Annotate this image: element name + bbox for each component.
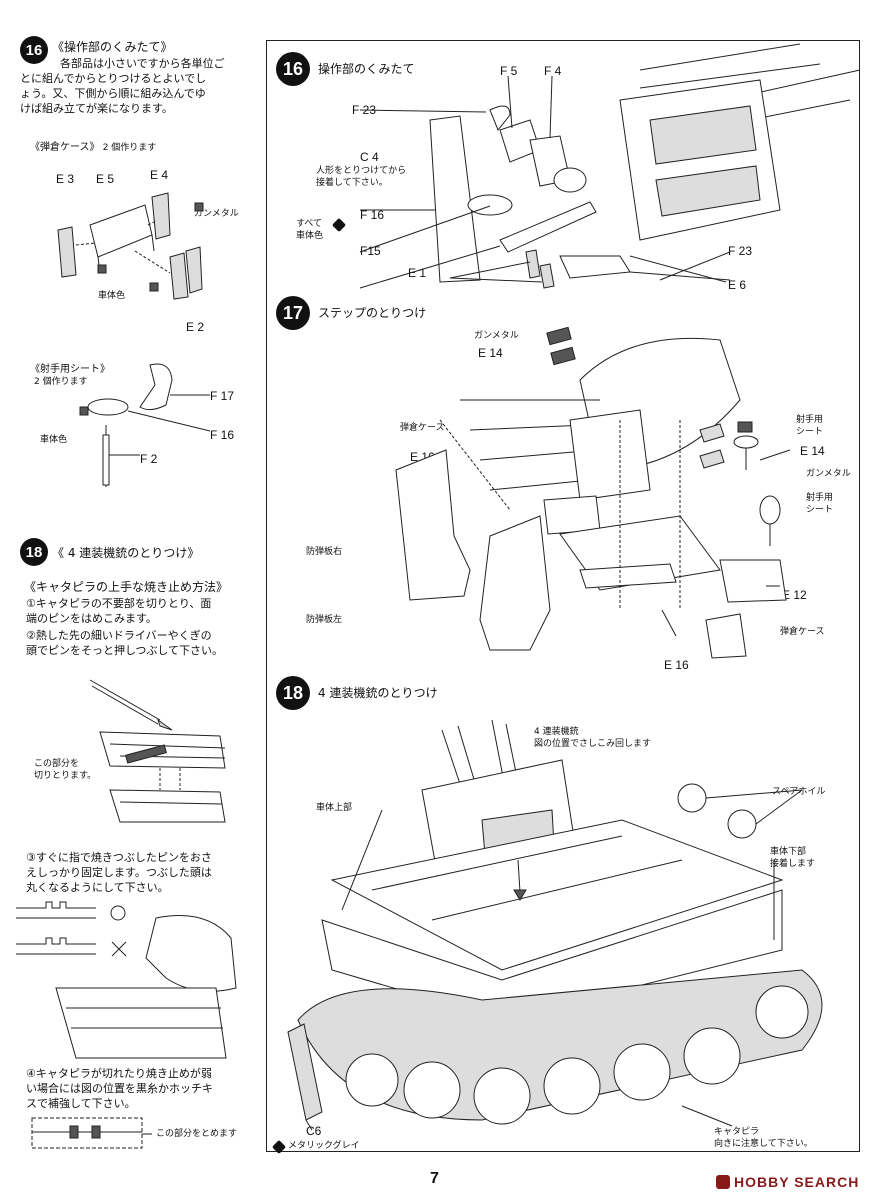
label-lower-hull: 車体下部 接着します	[770, 847, 816, 869]
label-f17: F 17	[210, 389, 235, 403]
label-seat-body-color: 車体色	[40, 435, 68, 445]
label-c4: C 4	[360, 150, 379, 164]
watermark-text: HOBBY SEARCH	[734, 1174, 860, 1190]
seat-diagram	[79, 363, 211, 487]
step-18-tank-diagram	[287, 719, 823, 1131]
ammo-case-note: 2 個作ります	[102, 143, 157, 153]
track-fasten-note: この部分をとめます	[156, 1129, 238, 1139]
label-f16-seat: F 16	[210, 428, 235, 442]
track-method-title: 《キャタピラの上手な焼き止め方法》	[24, 580, 229, 594]
step-17-title: ステップのとりつけ	[318, 306, 427, 320]
label-f23-bottom: F 23	[728, 244, 753, 258]
step-18-left-badge: 18	[20, 538, 48, 566]
label-e6: E 6	[728, 278, 747, 292]
label-quad-gun: 4 連装機銃 図の位置でさしこみ回します	[534, 727, 652, 749]
track-pin-diagram	[89, 679, 226, 823]
label-track: キャタピラ 向きに注意して下さい。	[714, 1127, 813, 1149]
right-panel	[266, 40, 860, 1152]
label-e5: E 5	[96, 172, 115, 186]
page-number: 7	[430, 1170, 439, 1187]
step-18-right-badge: 18	[276, 676, 310, 710]
step-16-assembly-diagram	[359, 43, 861, 289]
label-seat-a: 射手用 シート	[796, 415, 824, 437]
label-f16-right: F 16	[360, 208, 385, 222]
label-gunmetal-17: ガンメタル	[474, 331, 519, 341]
label-all-body: すべて 車体色	[296, 219, 324, 241]
label-e4: E 4	[150, 168, 169, 182]
track-cut-note: この部分を 切りとります。	[34, 759, 97, 781]
label-metallic-gray: メタリックグレイ	[288, 1141, 360, 1151]
label-e16-bottom: E 16	[664, 658, 689, 672]
label-body-color: 車体色	[98, 291, 126, 301]
step-18-left-title: 《 4 連装機銃のとりつけ》	[52, 546, 200, 560]
label-f15: F15	[360, 244, 381, 258]
track-fasten-diagram	[31, 1117, 152, 1149]
pin-compare-diagram	[16, 901, 237, 1059]
step-16-right-badge: 16	[276, 52, 310, 86]
label-gunmetal: ガンメタル	[194, 209, 239, 219]
ammo-case-diagram	[57, 192, 204, 300]
ammo-case-title-text: 《弾倉ケース》	[30, 142, 100, 153]
label-e14-top: E 14	[478, 346, 503, 360]
label-ammo-case-right: 弾倉ケース	[780, 627, 825, 637]
label-upper-hull: 車体上部	[316, 803, 353, 813]
label-shield-left: 防弾板左	[306, 615, 343, 625]
hobby-search-logo-icon	[716, 1175, 730, 1189]
track-method-p3: ③すぐに指で焼きつぶしたピンをおさ えしっかり固定します。つぶした頭は 丸くなる…	[26, 851, 212, 894]
seat-note: 2 個作ります	[34, 377, 88, 387]
step-16-title: 《操作部のくみたて》	[52, 40, 173, 54]
step-16-badge: 16	[20, 36, 48, 64]
label-shield-right: 防弾板右	[306, 547, 343, 557]
label-seat-b: 射手用 シート	[806, 493, 834, 515]
label-ammo-case-17: 弾倉ケース	[400, 423, 445, 433]
label-c6: C6	[306, 1124, 322, 1138]
step-18-right-title: 4 連装機銃のとりつけ	[318, 686, 438, 700]
seat-title: 《射手用シート》	[30, 364, 110, 375]
label-f5: F 5	[500, 64, 518, 78]
step-17-badge: 17	[276, 296, 310, 330]
label-c4-note: 人形をとりつけてから 接着して下さい。	[316, 166, 407, 188]
step-17-assembly-diagram	[395, 326, 791, 659]
label-e2: E 2	[186, 320, 205, 334]
label-e3: E 3	[56, 172, 75, 186]
label-f2: F 2	[140, 452, 158, 466]
label-gunmetal-right: ガンメタル	[806, 469, 851, 479]
step-16-text: 各部品は小さいですから各単位ご とに組んでからとりつけるとよいでし ょう。又、下…	[20, 57, 225, 115]
track-method-p2: ②熱した先の細いドライバーやくぎの 頭でピンをそっと押しつぶして下さい。	[26, 629, 224, 657]
track-method-p1: ①キャタピラの不要部を切りとり、面 端のピンをはめこみます。	[26, 597, 212, 625]
ammo-case-title: 《弾倉ケース》 2 個作ります	[30, 138, 156, 153]
label-e14-right: E 14	[800, 444, 825, 458]
label-e12: E 12	[782, 588, 807, 602]
track-method-p4: ④キャタピラが切れたり焼き止めが弱 い場合には図の位置を黒糸かホッチキ スで補強…	[26, 1067, 213, 1110]
watermark: HOBBY SEARCH	[716, 1174, 859, 1190]
step-16-right-title: 操作部のくみたて	[318, 62, 415, 76]
label-f4: F 4	[544, 64, 562, 78]
